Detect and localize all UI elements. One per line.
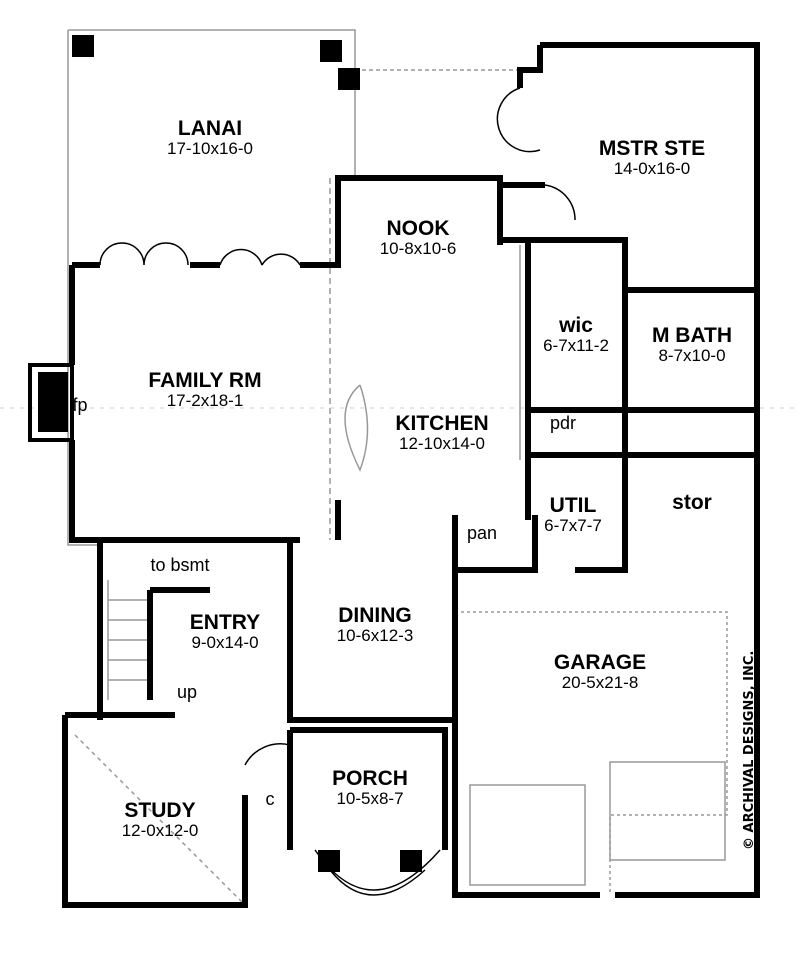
room-dims: 6-7x7-7	[544, 516, 602, 536]
room-name: STUDY	[124, 799, 196, 822]
room-dims: 10-6x12-3	[336, 626, 414, 646]
room-name: PORCH	[332, 767, 408, 790]
room-dims: 6-7x11-2	[543, 336, 609, 356]
room-name: MSTR STE	[598, 137, 706, 160]
room-name: NOOK	[386, 217, 450, 240]
label-closet: c	[265, 789, 275, 809]
room-dims: 17-10x16-0	[166, 139, 254, 159]
room-dims: 14-0x16-0	[613, 159, 691, 179]
fireplace	[38, 372, 68, 432]
lanai-outline	[67, 29, 356, 546]
room-name: ENTRY	[189, 611, 261, 634]
label-up: up	[176, 682, 198, 702]
room-name: LANAI	[177, 117, 243, 140]
room-name: DINING	[338, 604, 412, 627]
room-name: UTIL	[549, 494, 597, 517]
room-dims: 20-5x21-8	[561, 673, 639, 693]
room-name: M BATH	[651, 324, 733, 347]
room-dims: 10-5x8-7	[336, 789, 404, 809]
master-wall	[517, 42, 760, 898]
room-dims: 12-10x14-0	[398, 434, 485, 454]
label-stor: stor	[672, 491, 712, 514]
label-fp: fp	[72, 395, 88, 415]
room-name: GARAGE	[553, 651, 647, 674]
room-name: FAMILY RM	[148, 369, 262, 392]
room-dims: 17-2x18-1	[166, 391, 244, 411]
room-dims: 8-7x10-0	[658, 346, 726, 366]
room-dims: 9-0x14-0	[191, 633, 259, 653]
label-pan: pan	[466, 523, 498, 543]
room-name: KITCHEN	[395, 412, 489, 435]
room-dims: 10-8x10-6	[379, 239, 457, 259]
room-name: wic	[559, 314, 593, 337]
copyright-text: © ARCHIVAL DESIGNS, INC.	[742, 650, 757, 850]
family-wall	[69, 265, 300, 543]
room-dims: 12-0x12-0	[121, 821, 199, 841]
label-pdr: pdr	[549, 413, 577, 433]
label-to-bsmt: to bsmt	[150, 555, 210, 575]
